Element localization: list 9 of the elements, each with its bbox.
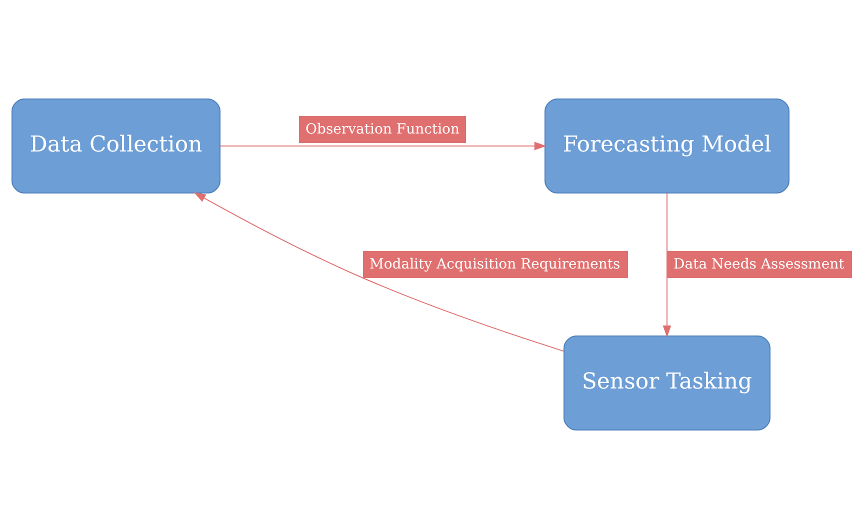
- node-box: Data Collection: [12, 98, 220, 193]
- node-box: Forecasting Model: [544, 98, 790, 193]
- edge-label: Data Needs Assessment: [674, 256, 844, 272]
- arrow: [662, 192, 672, 337]
- node-box: Sensor Tasking: [564, 335, 770, 430]
- arrow: [194, 192, 564, 352]
- edge-label: Modality Acquisition Requirements: [370, 256, 620, 272]
- edge-label: Observation Function: [306, 121, 460, 138]
- arrow: [220, 141, 546, 150]
